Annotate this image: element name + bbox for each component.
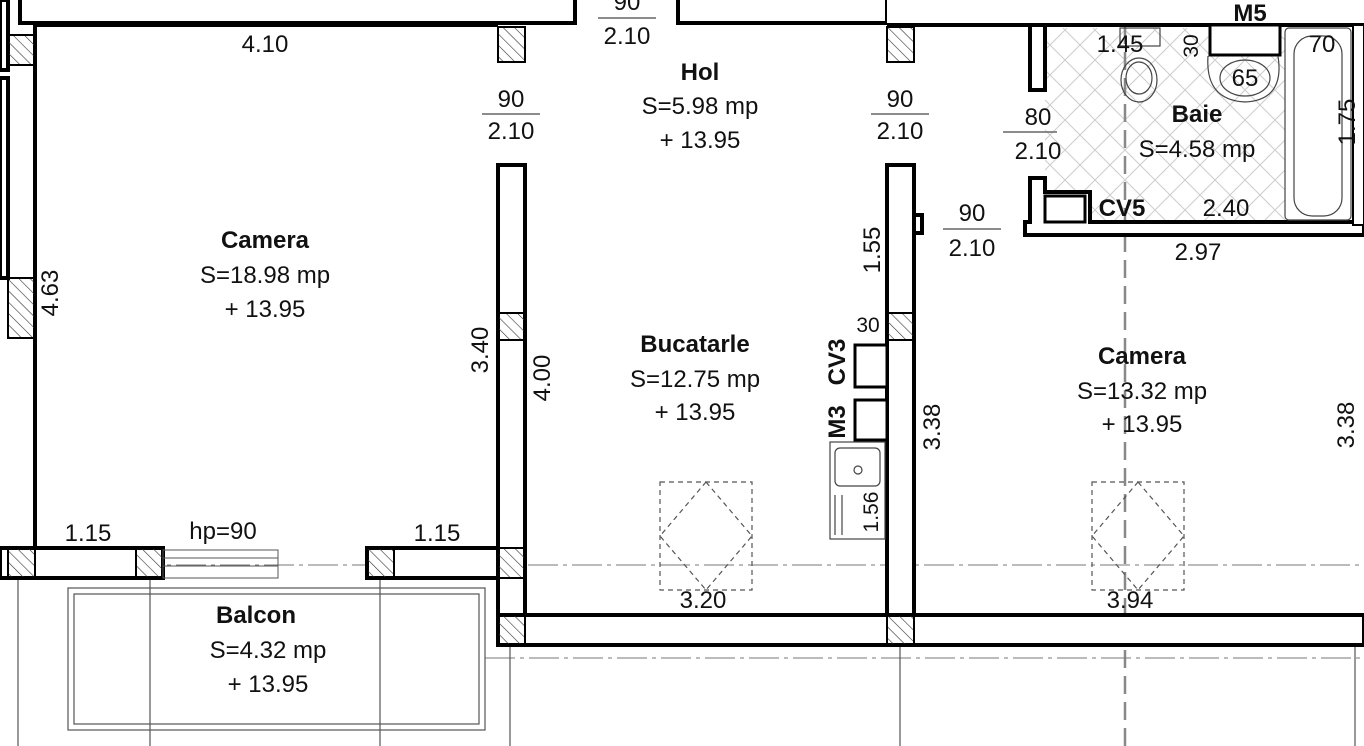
dimension-label: 2.97 [1175,239,1222,266]
room-height: + 13.95 [660,127,741,154]
dimension-label: 3.94 [1107,587,1154,614]
dimension-label: hp=90 [189,518,256,545]
dimension-label: 90 [887,86,914,113]
door-label: 90 2.10 [598,0,656,50]
dimension-label: 2.10 [1015,138,1062,165]
room-height: + 13.95 [1102,411,1183,438]
door-label: 90 2.10 [943,200,1001,262]
balcony-door [162,549,279,579]
dimension-label: 3.40 [467,327,494,374]
room-name: Camera [1098,343,1187,370]
toilet-icon [1119,27,1161,103]
room-name: Hol [681,59,720,86]
room-height: + 13.95 [228,671,309,698]
walls [0,0,1364,647]
dimension-label: 1.45 [1097,31,1144,58]
dimension-label: 90 [959,200,986,227]
ceiling-light-icon [659,481,1185,591]
sink-icon [1207,55,1280,103]
room-name: Baie [1172,101,1223,128]
dimension-label: 80 [1025,104,1052,131]
label-cv3: CV3 [824,339,851,386]
dimension-label: 30 [1180,34,1203,57]
bathtub-icon [1284,27,1352,221]
dimension-label: 4.00 [529,355,556,402]
room-height: + 13.95 [225,296,306,323]
room-bucatarie: Bucatarle S=12.75 mp + 13.95 [630,331,760,426]
label-m3: M3 [824,405,851,438]
room-area: S=13.32 mp [1077,378,1207,405]
dimension-label: 3.20 [680,587,727,614]
kitchen-sink-icon [829,441,886,540]
dimension-label: 1.55 [859,227,886,274]
room-hol: Hol S=5.98 mp + 13.95 [642,59,759,154]
room-area: S=12.75 mp [630,366,760,393]
dimension-label: 90 [614,0,641,16]
door-label: 90 2.10 [871,86,929,145]
room-name: Camera [221,227,310,254]
dimension-label: 3.38 [1333,402,1360,449]
dimension-label: 30 [856,314,879,337]
room-area: S=18.98 mp [200,262,330,289]
dimension-label: 65 [1232,65,1259,92]
dimension-label: 4.10 [242,31,289,58]
room-name: Balcon [216,602,296,629]
dimension-label: 1.56 [860,492,883,533]
room-area: S=4.58 mp [1139,136,1256,163]
dimension-label: 70 [1309,31,1336,58]
label-cv5: CV5 [1099,195,1146,222]
dimension-label: 2.10 [488,118,535,145]
balcony-outline [67,587,486,731]
room-name: Bucatarle [640,331,749,358]
dimension-label: 1.15 [65,520,112,547]
dimension-label: 2.10 [877,118,924,145]
dimension-label: 2.40 [1203,195,1250,222]
dimension-label: 4.63 [37,270,64,317]
room-height: + 13.95 [655,399,736,426]
dimension-label: 2.10 [604,23,651,50]
dimensions: 4.10 4.63 3.40 4.00 1.55 30 3.38 3.38 1.… [37,31,1361,614]
dimension-label: 1.75 [1334,99,1361,146]
room-baie: Baie S=4.58 mp [1139,101,1256,163]
label-m5: M5 [1233,0,1266,27]
room-area: S=5.98 mp [642,93,759,120]
dimension-label: 1.15 [414,520,461,547]
dimension-label: 2.10 [949,235,996,262]
door-label: 90 2.10 [482,86,540,145]
room-balcon: Balcon S=4.32 mp + 13.95 [210,602,327,698]
room-camera-right: Camera S=13.32 mp + 13.95 [1077,343,1207,438]
room-camera-left: Camera S=18.98 mp + 13.95 [200,227,330,323]
dimension-label: 3.38 [919,404,946,451]
dimension-label: 90 [498,86,525,113]
door-label: 80 2.10 [1003,104,1061,165]
room-area: S=4.32 mp [210,637,327,664]
